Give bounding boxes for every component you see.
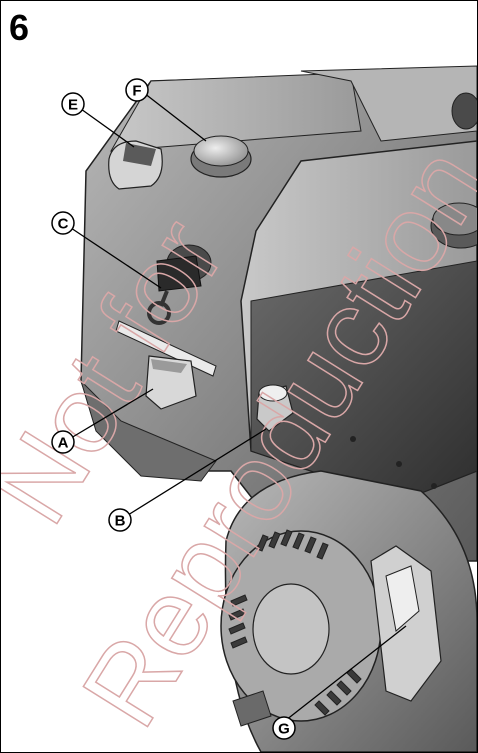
callout-E: E bbox=[61, 92, 85, 116]
callout-C-label: C bbox=[58, 216, 69, 233]
callout-G: G bbox=[272, 716, 296, 740]
fuel-valve bbox=[256, 384, 294, 432]
callout-F: F bbox=[125, 78, 149, 102]
callout-F-label: F bbox=[132, 83, 141, 100]
callout-G-label: G bbox=[278, 721, 290, 738]
callout-E-label: E bbox=[68, 97, 78, 114]
choke-lever bbox=[108, 140, 163, 190]
ignition-switch bbox=[147, 244, 212, 325]
callout-A-label: A bbox=[58, 435, 69, 452]
fuel-tank bbox=[240, 92, 477, 502]
oil-cap bbox=[190, 135, 252, 178]
callout-B: B bbox=[108, 508, 132, 532]
primer-button bbox=[145, 355, 197, 410]
recoil-starter bbox=[220, 470, 477, 752]
callout-B-label: B bbox=[115, 513, 126, 530]
callout-A: A bbox=[51, 430, 75, 454]
figure-number: 6 bbox=[9, 7, 30, 48]
leader-lines bbox=[70, 92, 407, 725]
callout-C: C bbox=[51, 211, 75, 235]
